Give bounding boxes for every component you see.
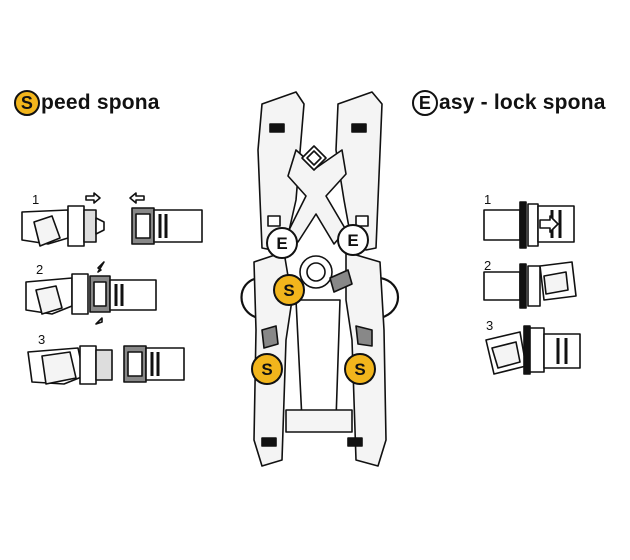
speed-step-1-illustration	[21, 192, 203, 247]
easy-marker-left: E	[266, 227, 298, 259]
speed-marker-left: S	[251, 353, 283, 385]
easy-step-1-illustration	[483, 201, 575, 249]
speed-step-label-2: 2	[36, 262, 43, 277]
speed-marker-right: S	[344, 353, 376, 385]
speed-step-2-illustration	[25, 261, 157, 325]
harness-illustration	[240, 91, 399, 467]
easy-badge-icon: E	[412, 90, 438, 116]
speed-marker-left-label: S	[261, 360, 272, 379]
speed-step-label-3: 3	[38, 332, 45, 347]
speed-marker-right-label: S	[354, 360, 365, 379]
easy-marker-right-label: E	[347, 231, 358, 250]
easy-lock-buckle-title: E asy - lock spona	[412, 90, 606, 116]
speed-step-label-1: 1	[32, 192, 39, 207]
speed-buckle-title: S peed spona	[14, 90, 160, 116]
speed-badge-icon: S	[14, 90, 40, 116]
easy-title-text: asy - lock spona	[439, 91, 606, 114]
easy-step-label-3: 3	[486, 318, 493, 333]
easy-marker-left-label: E	[276, 234, 287, 253]
speed-step-3-illustration	[27, 345, 185, 385]
speed-title-text: peed spona	[41, 91, 160, 114]
easy-step-2-illustration	[483, 261, 577, 309]
speed-marker-center: S	[273, 274, 305, 306]
easy-marker-right: E	[337, 224, 369, 256]
easy-step-3-illustration	[485, 325, 581, 375]
easy-step-label-1: 1	[484, 192, 491, 207]
speed-marker-center-label: S	[283, 281, 294, 300]
easy-step-label-2: 2	[484, 258, 491, 273]
